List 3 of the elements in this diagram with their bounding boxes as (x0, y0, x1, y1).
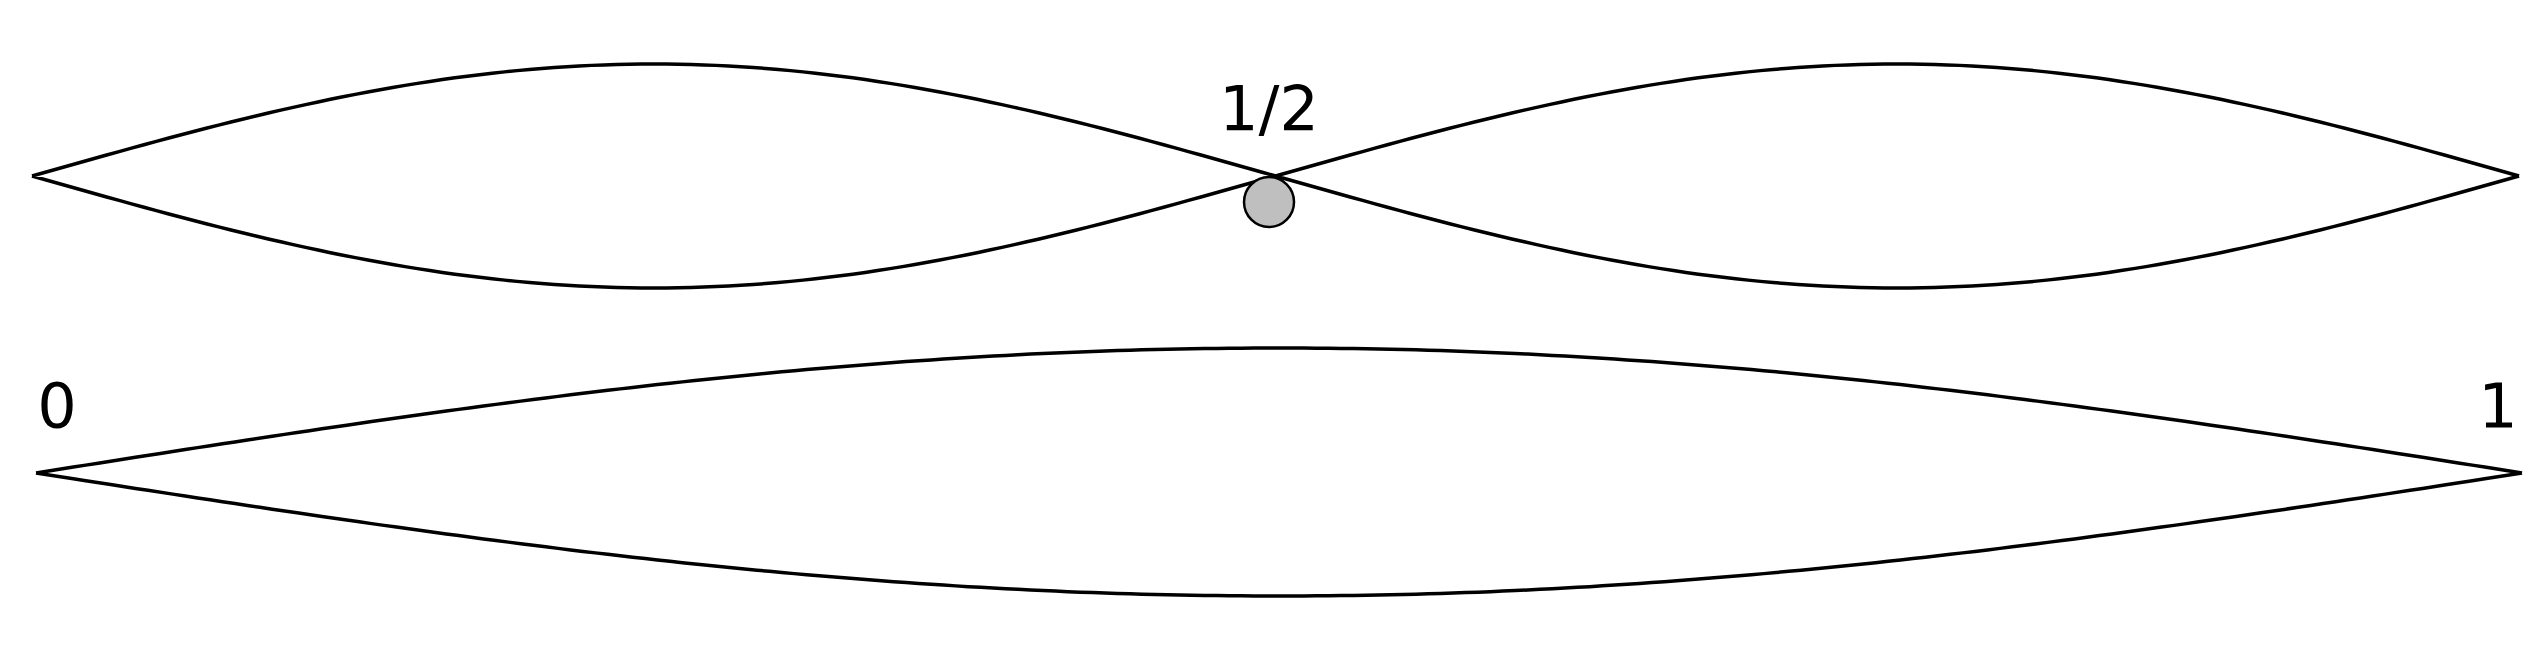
position-label: 0 (41, 381, 73, 429)
position-label: 1/2 (1225, 84, 1313, 136)
position-label: 1 (2485, 382, 2512, 428)
